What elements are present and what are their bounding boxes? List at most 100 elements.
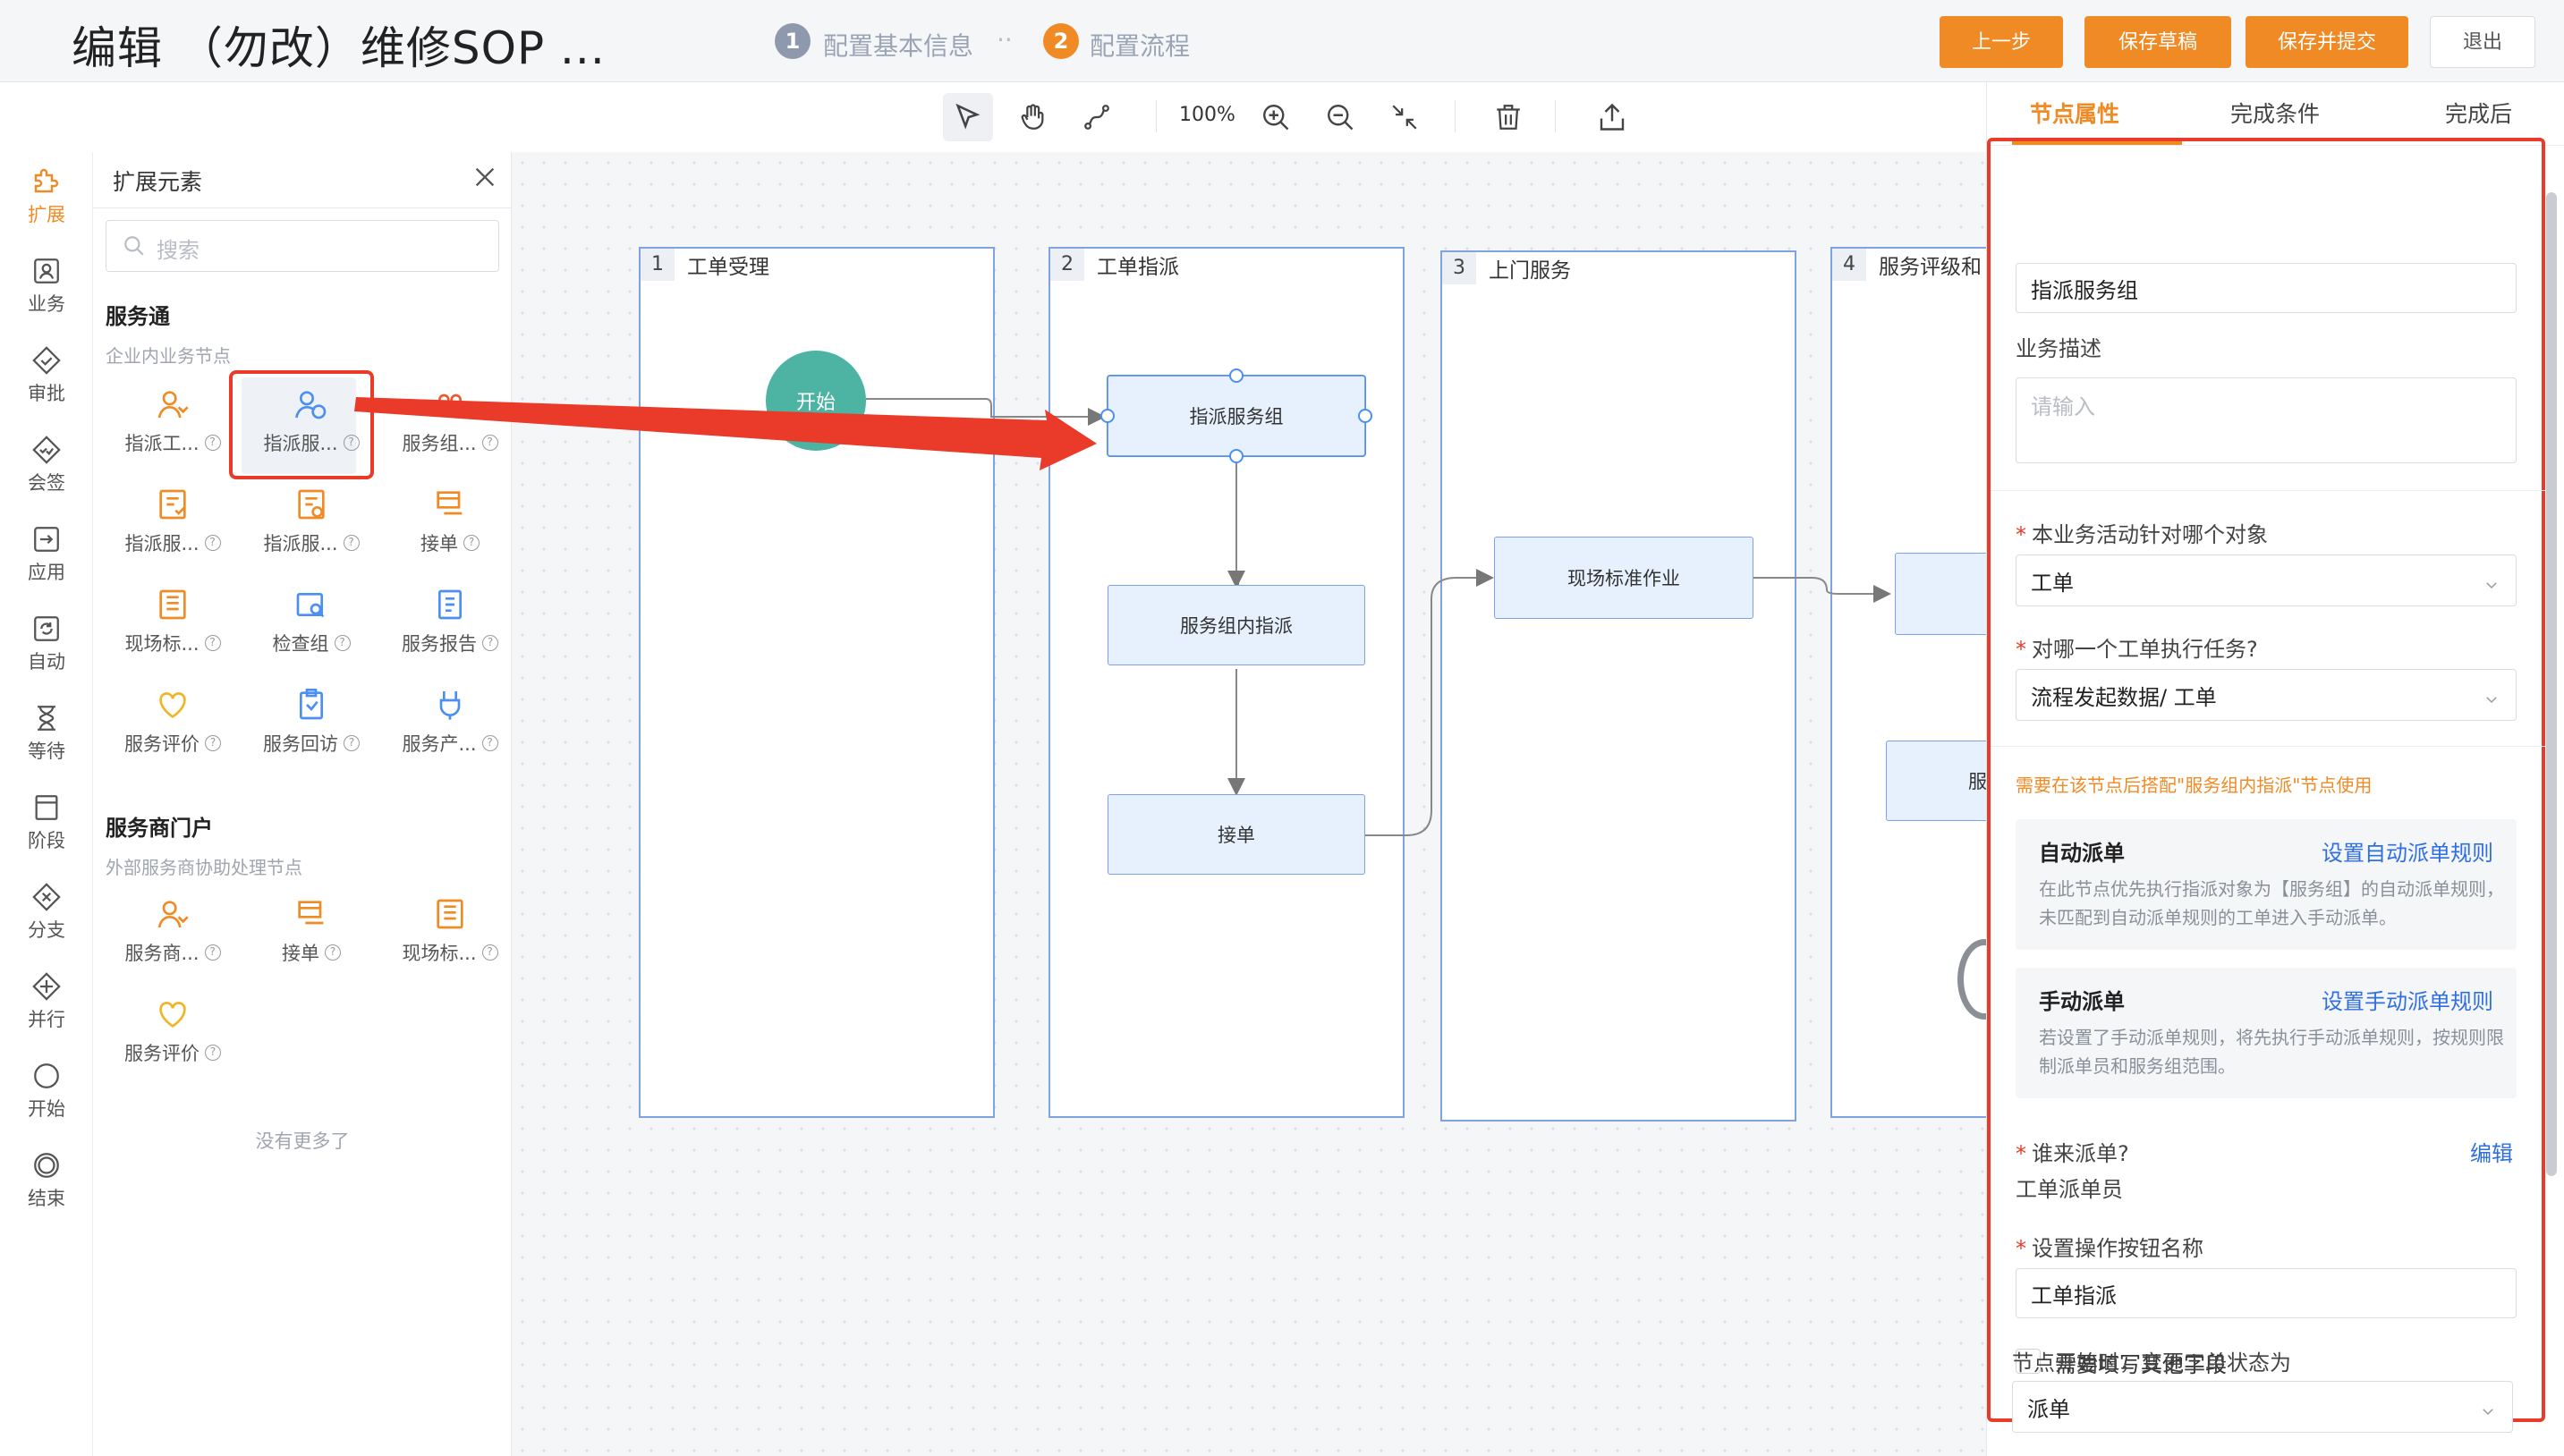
node-lane4-partial[interactable]	[1895, 553, 1993, 635]
element-label: 现场标...	[402, 943, 477, 964]
auto-dispatch-title: 自动派单	[2039, 841, 2125, 866]
status-change-select[interactable]: 派单	[2012, 1381, 2513, 1433]
element-item[interactable]: 指派工...?	[106, 377, 240, 467]
delete-trash-icon[interactable]	[1483, 93, 1533, 141]
help-question-icon[interactable]: ?	[343, 535, 360, 551]
rail-item-end[interactable]: 结束	[0, 1145, 93, 1211]
manual-dispatch-rule-link[interactable]: 设置手动派单规则	[2322, 989, 2493, 1014]
help-question-icon[interactable]: ?	[481, 944, 498, 961]
rail-item-parallel[interactable]: 并行	[0, 966, 93, 1032]
element-label: 服务回访	[263, 733, 338, 755]
top-header: 编辑 （勿改）维修SOP ... 1 配置基本信息 ·· 2 配置流程 上一步 …	[0, 0, 2564, 82]
element-item[interactable]: 指派服...?	[244, 377, 378, 467]
element-item[interactable]: 服务产...?	[383, 678, 517, 767]
zoom-out-icon[interactable]	[1315, 93, 1365, 141]
element-item[interactable]: 检查组?	[244, 578, 378, 667]
help-question-icon[interactable]: ?	[204, 944, 221, 961]
element-item[interactable]: 服务回访?	[244, 678, 378, 767]
who-dispatch-edit-link[interactable]: 编辑	[2470, 1141, 2513, 1166]
other-fields-checkbox[interactable]	[2016, 1349, 2041, 1374]
rail-item-extension[interactable]: 扩展	[0, 161, 93, 227]
help-question-icon[interactable]: ?	[344, 735, 360, 751]
element-item[interactable]: 服务商...?	[106, 887, 240, 977]
help-question-icon[interactable]: ?	[204, 535, 221, 551]
node-onsite-standard-work[interactable]: 现场标准作业	[1494, 537, 1753, 619]
connect-line-icon[interactable]	[1072, 93, 1122, 141]
element-item[interactable]: 服务评价?	[106, 987, 240, 1077]
rail-item-automatic[interactable]: 自动	[0, 608, 93, 674]
rail-item-application[interactable]: 应用	[0, 519, 93, 585]
element-item[interactable]: 现场标...?	[383, 887, 517, 977]
step-1-badge[interactable]: 1	[775, 23, 811, 59]
service-product-icon	[383, 678, 517, 723]
close-icon[interactable]	[467, 159, 503, 195]
help-question-icon[interactable]: ?	[204, 435, 221, 451]
tab-node-properties[interactable]: 节点属性	[2030, 101, 2120, 127]
exit-button[interactable]: 退出	[2430, 16, 2535, 68]
automatic-icon	[0, 608, 93, 644]
rail-item-branch[interactable]: 分支	[0, 876, 93, 943]
properties-highlight-frame: 指派服务组 业务描述 请输入 *本业务活动针对哪个对象 工单 *对哪一个工单执行…	[1987, 138, 2545, 1422]
element-label: 指派服...	[263, 433, 338, 454]
element-item[interactable]: 指派服...?	[244, 478, 378, 567]
panel-divider	[93, 207, 512, 208]
help-question-icon[interactable]: ?	[481, 435, 498, 451]
help-question-icon[interactable]: ?	[204, 635, 221, 651]
help-question-icon[interactable]: ?	[205, 1045, 221, 1061]
element-item[interactable]: 接单?	[383, 478, 517, 567]
element-item[interactable]: 接单?	[244, 887, 378, 977]
element-item[interactable]: 服务评价?	[106, 678, 240, 767]
desc-textarea[interactable]: 请输入	[2016, 377, 2517, 463]
search-input[interactable]: 搜索	[106, 220, 499, 272]
node-accept-order[interactable]: 接单	[1108, 794, 1365, 875]
help-question-icon[interactable]: ?	[334, 635, 351, 651]
node-name-input[interactable]: 指派服务组	[2016, 263, 2517, 313]
tab-completion-conditions[interactable]: 完成条件	[2230, 101, 2321, 127]
rail-item-countersign[interactable]: 会签	[0, 429, 93, 495]
rail-item-approval[interactable]: 审批	[0, 340, 93, 406]
select-tool-icon[interactable]	[943, 93, 993, 141]
help-question-icon[interactable]: ?	[343, 435, 360, 451]
which-order-select[interactable]: 流程发起数据/ 工单	[2016, 669, 2517, 721]
service-report-icon	[383, 578, 517, 622]
step-2-label[interactable]: 配置流程	[1090, 31, 1191, 61]
node-assign-service-group[interactable]: 指派服务组	[1108, 376, 1365, 456]
fit-view-icon[interactable]	[1380, 93, 1430, 141]
node-handle-left[interactable]	[1100, 409, 1115, 423]
hand-pan-icon[interactable]	[1007, 93, 1057, 141]
button-name-input[interactable]: 工单指派	[2016, 1268, 2517, 1318]
prev-step-button[interactable]: 上一步	[1940, 16, 2063, 68]
step-2-badge[interactable]: 2	[1043, 23, 1079, 59]
save-submit-button[interactable]: 保存并提交	[2246, 16, 2408, 68]
element-item[interactable]: 服务报告?	[383, 578, 517, 667]
onsite-standard-icon	[106, 578, 240, 622]
auto-dispatch-rule-link[interactable]: 设置自动派单规则	[2322, 841, 2493, 866]
help-question-icon[interactable]: ?	[325, 944, 341, 961]
rail-item-start[interactable]: 开始	[0, 1055, 93, 1122]
save-draft-button[interactable]: 保存草稿	[2084, 16, 2231, 68]
step-1-label[interactable]: 配置基本信息	[823, 31, 974, 61]
manual-dispatch-card: 手动派单 设置手动派单规则 若设置了手动派单规则，将先执行手动派单规则，按规则限…	[2016, 968, 2517, 1098]
element-item[interactable]: 指派服...?	[106, 478, 240, 567]
rail-item-wait[interactable]: 等待	[0, 698, 93, 764]
node-handle-right[interactable]	[1358, 409, 1372, 423]
node-handle-top[interactable]	[1229, 368, 1244, 383]
element-item[interactable]: 现场标...?	[106, 578, 240, 667]
help-question-icon[interactable]: ?	[481, 735, 498, 751]
node-lane4-partial-2[interactable]: 服	[1886, 741, 1993, 821]
canvas-toolbar	[0, 82, 1986, 152]
help-question-icon[interactable]: ?	[205, 735, 221, 751]
help-question-icon[interactable]: ?	[482, 635, 498, 651]
help-question-icon[interactable]: ?	[463, 535, 480, 551]
rail-item-stage[interactable]: 阶段	[0, 787, 93, 853]
properties-scrollbar[interactable]	[2546, 192, 2557, 1176]
rail-item-business[interactable]: 业务	[0, 250, 93, 317]
node-handle-bottom[interactable]	[1229, 449, 1244, 463]
target-object-select[interactable]: 工单	[2016, 554, 2517, 606]
export-share-icon[interactable]	[1587, 93, 1637, 141]
zoom-in-icon[interactable]	[1251, 93, 1301, 141]
node-inner-group-assign[interactable]: 服务组内指派	[1108, 585, 1365, 665]
tab-after-completion[interactable]: 完成后	[2445, 101, 2513, 127]
